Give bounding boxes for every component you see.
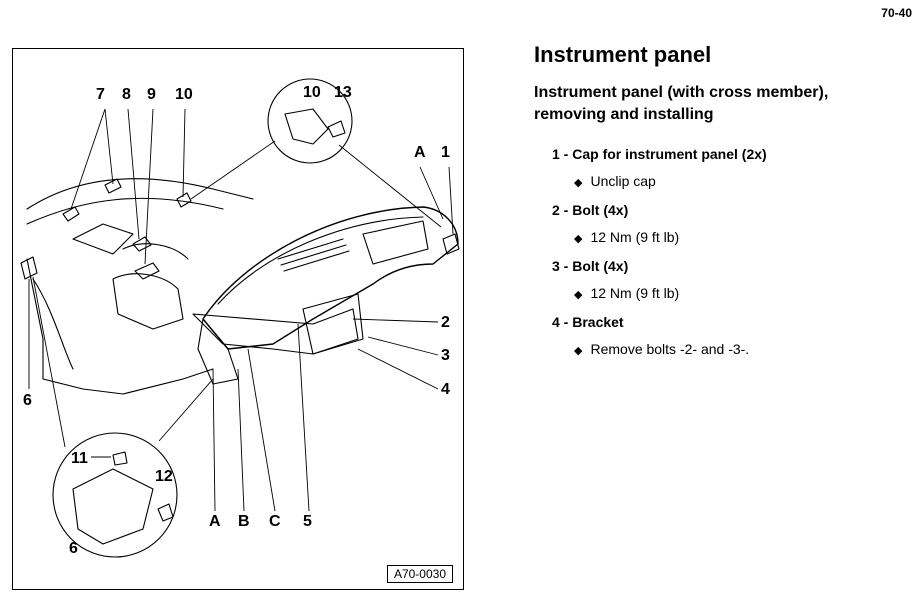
part-item-title: 4 - Bracket	[552, 314, 624, 330]
leader-line	[144, 108, 154, 265]
side-cap-1	[442, 233, 460, 255]
detail-bottom-part	[72, 468, 154, 545]
detail-callout-10: 10	[303, 84, 321, 101]
part-detail-text: 12 Nm (9 ft lb)	[590, 285, 680, 301]
door-frame-outline	[26, 258, 124, 395]
detail-bottom-clip	[157, 503, 174, 522]
callout-5: 5	[303, 513, 312, 530]
callout-7: 7	[96, 86, 105, 103]
floor-outline	[122, 368, 214, 395]
part-item-title: 1 - Cap for instrument panel (2x)	[552, 146, 767, 162]
steering-column	[197, 318, 239, 385]
part-item-detail: ◆ 12 Nm (9 ft lb)	[574, 285, 914, 301]
leader-line	[212, 323, 310, 512]
callout-10: 10	[175, 86, 193, 103]
detail-callout-12: 12	[155, 468, 173, 485]
console-outline	[122, 243, 189, 260]
callout-9: 9	[147, 86, 156, 103]
detail-bottom-bolt	[112, 451, 128, 466]
bullet-icon: ◆	[574, 177, 583, 189]
callout-1: 1	[441, 144, 450, 161]
part-item-detail: ◆ Unclip cap	[574, 173, 914, 189]
callout-A-bottom: A	[209, 513, 221, 530]
instrument-panel-drawing	[20, 78, 460, 558]
part-item-title: 3 - Bolt (4x)	[552, 258, 629, 274]
leader-line	[70, 108, 114, 210]
leader-line	[357, 348, 439, 390]
callout-8: 8	[122, 86, 131, 103]
callout-3: 3	[441, 347, 450, 364]
bracket-part-9	[134, 262, 160, 280]
page-title: Instrument panel	[534, 42, 712, 67]
dashboard-outline	[202, 206, 459, 350]
detail-top-bolt	[327, 120, 346, 138]
procedure-subtitle: Instrument panel (with cross member), re…	[534, 84, 829, 123]
callout-6: 6	[23, 392, 32, 409]
part-detail-text: Unclip cap	[590, 173, 656, 189]
leader-line	[182, 108, 186, 198]
body-frame-outline	[26, 197, 224, 225]
detail-top-part	[284, 108, 329, 145]
exploded-view-figure: 7 8 9 10 10 13 A 1 2 3 4 6 11 12 6 A B C…	[12, 48, 464, 590]
bracket-part-10	[176, 192, 192, 208]
procedure-text: Instrument panel Instrument panel (with …	[534, 42, 914, 370]
detail-callout-11: 11	[71, 450, 88, 467]
detail-callout-6: 6	[69, 540, 78, 557]
callout-A-top: A	[414, 144, 426, 161]
detail-circle-top	[267, 78, 353, 164]
console-outline	[72, 223, 134, 255]
callout-B: B	[238, 513, 250, 530]
part-item-title: 2 - Bolt (4x)	[552, 202, 629, 218]
parts-list: 1 - Cap for instrument panel (2x) ◆ Uncli…	[552, 146, 914, 357]
leader-line	[190, 140, 276, 200]
leader-line	[158, 378, 214, 442]
bullet-icon: ◆	[574, 233, 583, 245]
detail-callout-13: 13	[334, 84, 352, 101]
leader-line	[352, 318, 439, 323]
vent-slots	[277, 238, 350, 272]
bracket-part-8	[132, 236, 152, 252]
callout-4: 4	[441, 381, 450, 398]
detail-circle-bottom	[52, 432, 178, 558]
body-frame-outline	[26, 178, 254, 210]
bullet-icon: ◆	[574, 345, 583, 357]
callout-2: 2	[441, 314, 450, 331]
side-bracket-6	[20, 256, 38, 280]
door-frame-outline	[32, 278, 74, 370]
page-number: 70-40	[881, 6, 912, 20]
part-detail-text: 12 Nm (9 ft lb)	[590, 229, 680, 245]
leader-line	[367, 336, 439, 356]
part-item-detail: ◆ 12 Nm (9 ft lb)	[574, 229, 914, 245]
cross-member-outline	[192, 308, 359, 355]
figure-reference: A70-0030	[386, 565, 453, 583]
leader-line	[419, 166, 454, 235]
leader-line	[127, 108, 140, 240]
tunnel-outline	[112, 273, 184, 330]
bullet-icon: ◆	[574, 289, 583, 301]
part-item-detail: ◆ Remove bolts -2- and -3-.	[574, 341, 914, 357]
callout-C: C	[269, 513, 281, 530]
leader-line	[338, 144, 442, 228]
glovebox-outline	[362, 220, 429, 265]
dashboard-top-edge	[217, 216, 424, 305]
leader-line	[32, 276, 66, 448]
bracket-4-outline	[302, 293, 364, 355]
bracket-part-7	[62, 206, 80, 222]
part-detail-text: Remove bolts -2- and -3-.	[590, 341, 750, 357]
